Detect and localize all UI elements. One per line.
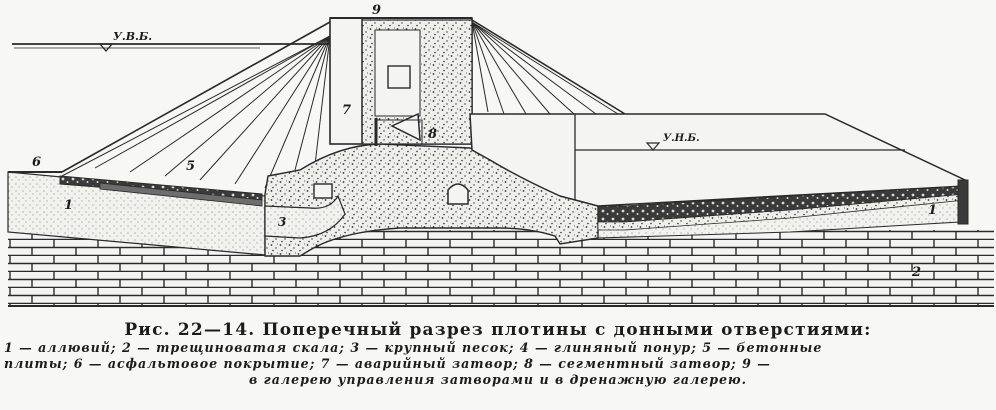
label-7: 7 <box>342 103 351 118</box>
gallery-left <box>313 183 333 199</box>
label-8: 8 <box>428 127 437 142</box>
upstream-slope-lines <box>61 35 331 189</box>
downstream-face <box>471 19 626 115</box>
drainage-gallery <box>447 183 469 205</box>
downstream-slope-lines <box>471 21 619 115</box>
dam-cross-section-figure: У.В.Б. У.Н. <box>7 3 994 307</box>
gate-chamber <box>387 65 411 89</box>
bottom-outlet-conduit <box>264 194 346 239</box>
label-6: 6 <box>32 155 41 170</box>
caption-legend-line-1: 1 — аллювий; 2 — трещиноватая скала; 3 —… <box>4 340 823 355</box>
caption-legend-line-3: в галерею управления затворами и в дрена… <box>248 372 748 387</box>
clay-blanket <box>99 182 263 207</box>
label-5: 5 <box>186 159 195 174</box>
label-1-right: 1 <box>928 203 937 218</box>
label-2: 2 <box>911 265 921 280</box>
upstream-level-label: У.В.Б. <box>113 30 152 43</box>
upstream-face <box>61 21 331 173</box>
downstream-level-label: У.Н.Б. <box>663 133 700 144</box>
label-1: 1 <box>64 198 73 213</box>
figure-caption: Рис. 22—14. Поперечный разрез плотины с … <box>0 316 996 410</box>
downstream-level-marker-icon <box>645 142 661 151</box>
caption-legend-line-2: плиты; 6 — асфальтовое покрытие; 7 — ава… <box>4 356 771 371</box>
caption-title: Рис. 22—14. Поперечный разрез плотины с … <box>124 320 872 340</box>
label-3: 3 <box>278 215 286 229</box>
label-9: 9 <box>372 3 381 18</box>
upstream-level-marker-icon <box>98 43 114 52</box>
end-sill <box>957 179 969 225</box>
gate-opening <box>375 119 423 145</box>
